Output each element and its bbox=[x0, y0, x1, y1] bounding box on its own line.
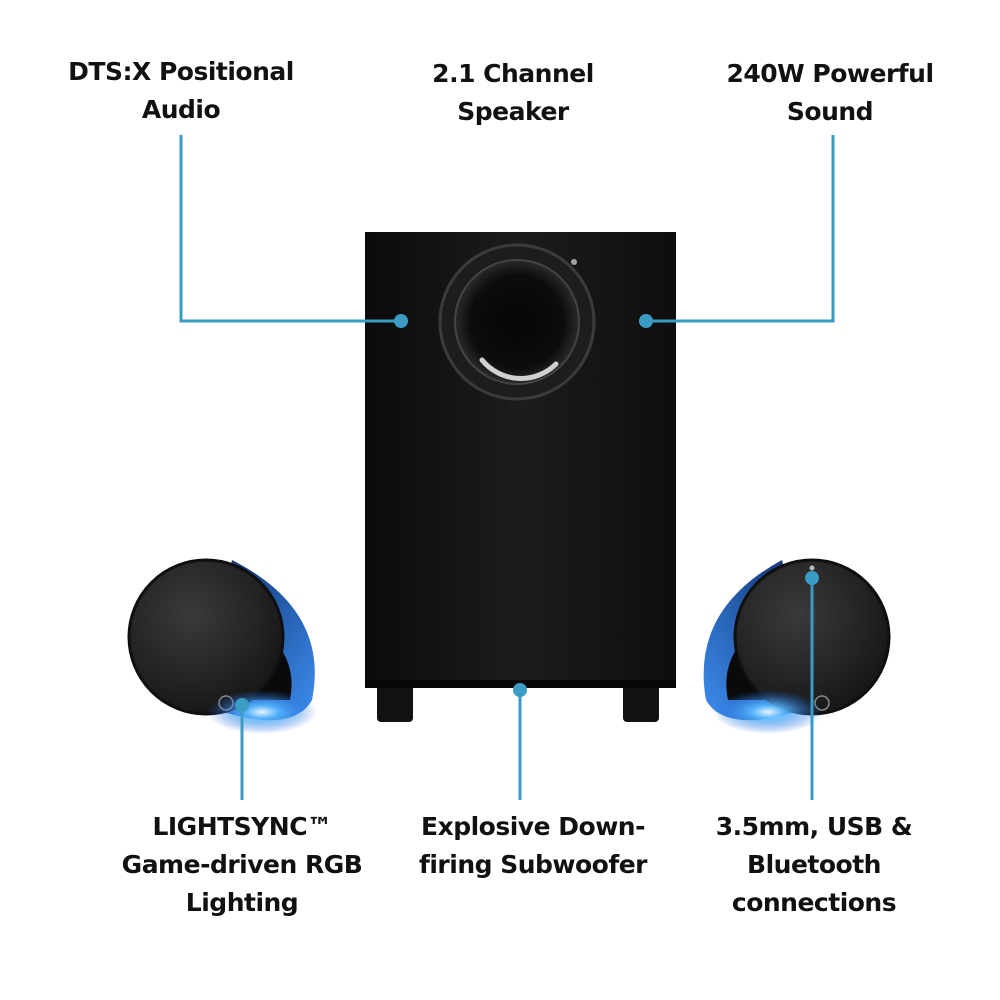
left-satellite-speaker bbox=[127, 558, 317, 734]
leader-dot-subwoofer bbox=[513, 683, 527, 697]
callout-line: LIGHTSYNC™ bbox=[152, 812, 332, 841]
callout-line: Speaker bbox=[457, 97, 569, 126]
callout-line: Sound bbox=[786, 97, 874, 126]
callout-dts-positional-audio: DTS:X Positional Audio bbox=[56, 53, 306, 129]
callout-line: 2.1 Channel bbox=[432, 59, 594, 88]
leader-dot-connections bbox=[805, 571, 819, 585]
leader-line-dts bbox=[179, 135, 401, 323]
callout-leader-lines bbox=[179, 135, 835, 800]
callout-240w-powerful-sound: 240W Powerful Sound bbox=[700, 55, 960, 131]
callout-line: Explosive Down- bbox=[421, 812, 645, 841]
callout-2-1-channel-speaker: 2.1 Channel Speaker bbox=[388, 55, 638, 131]
subwoofer-foot-right bbox=[623, 680, 659, 722]
callout-line: connections bbox=[731, 888, 897, 917]
subwoofer-foot-left bbox=[377, 680, 413, 722]
callout-connections: 3.5mm, USB & Bluetooth connections bbox=[694, 808, 934, 922]
leader-dot-dts bbox=[394, 314, 408, 328]
leader-line-power bbox=[646, 135, 835, 323]
callout-line: 3.5mm, USB & bbox=[715, 812, 913, 841]
right-rgb-glow bbox=[713, 690, 823, 734]
callout-line: DTS:X Positional bbox=[68, 57, 294, 86]
callout-line: firing Subwoofer bbox=[418, 850, 648, 879]
leader-dot-lightsync bbox=[235, 698, 249, 712]
callout-line: 240W Powerful bbox=[726, 59, 934, 88]
callout-down-firing-subwoofer: Explosive Down- firing Subwoofer bbox=[398, 808, 668, 884]
callout-lightsync-rgb-lighting: LIGHTSYNC™ Game-driven RGB Lighting bbox=[112, 808, 372, 922]
status-led-icon bbox=[809, 565, 815, 571]
left-rgb-glow bbox=[207, 690, 317, 734]
subwoofer-port bbox=[454, 259, 580, 385]
leader-dot-power bbox=[639, 314, 653, 328]
callout-line: Bluetooth bbox=[747, 850, 881, 879]
callout-line: Audio bbox=[141, 95, 221, 124]
left-speaker-grille bbox=[127, 558, 285, 716]
callout-line: Lighting bbox=[185, 888, 299, 917]
right-satellite-speaker bbox=[703, 558, 891, 734]
subwoofer bbox=[365, 232, 676, 722]
callout-line: Game-driven RGB bbox=[121, 850, 363, 879]
